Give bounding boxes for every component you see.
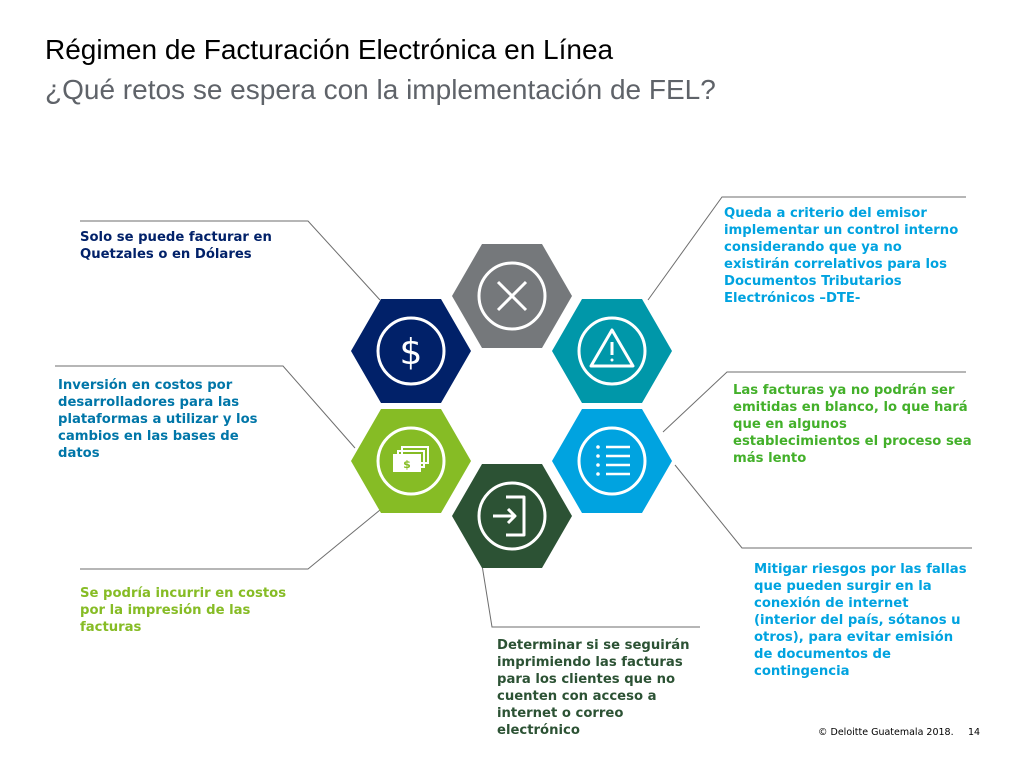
note-printing-costs: Se podría incurrir en costos por la impr…: [80, 586, 287, 635]
slide-subtitle: ¿Qué retos se espera con la implementaci…: [45, 74, 716, 105]
cash-icon: $: [376, 426, 446, 496]
hexagon-warning: [552, 299, 672, 403]
note-currency: Solo se puede facturar en Quetzales o en…: [80, 230, 272, 262]
hexagon-cash: $: [351, 409, 471, 513]
connector-risk-mitigation: [674, 464, 972, 549]
connector-blank-invoices: [662, 371, 966, 433]
exit-door-icon: [477, 481, 547, 551]
connector-internal-control: [647, 196, 966, 301]
page-number: 14: [968, 727, 981, 738]
footer-copyright: © Deloitte Guatemala 2018.: [818, 727, 954, 738]
note-risk-mitigation: Mitigar riesgos por las fallas que puede…: [754, 562, 967, 679]
note-investment: Inversión en costos por desarrolladores …: [58, 378, 258, 461]
connector-printing-costs: [80, 509, 381, 570]
connector-print-decision: [481, 564, 700, 628]
connector-currency: [80, 220, 381, 301]
warning-icon: [577, 316, 647, 386]
dollar-icon: $: [376, 316, 446, 386]
hexagon-dollar: $: [351, 299, 471, 403]
list-icon: [577, 426, 647, 496]
hexagon-list: [552, 409, 672, 513]
svg-text:$: $: [403, 458, 411, 471]
connector-investment: [55, 365, 356, 449]
hexagon-exit: [452, 464, 572, 568]
svg-text:$: $: [400, 332, 423, 373]
connector-lines: [55, 196, 972, 628]
note-print-decision: Determinar si se seguirán imprimiendo la…: [497, 638, 690, 738]
slide-title: Régimen de Facturación Electrónica en Lí…: [45, 34, 614, 65]
hexagon-close: [452, 244, 572, 348]
close-circle-icon: [477, 261, 547, 331]
note-internal-control: Queda a criterio del emisor implementar …: [724, 206, 959, 306]
note-blank-invoices: Las facturas ya no podrán ser emitidas e…: [733, 383, 972, 466]
